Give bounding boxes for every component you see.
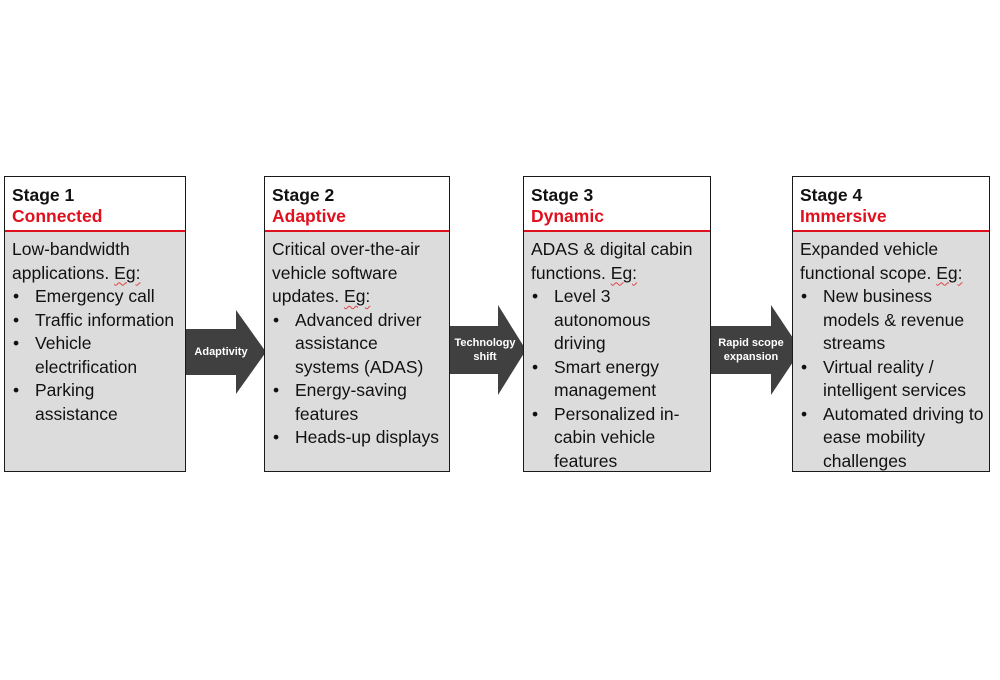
list-item: Energy-saving features [272, 379, 445, 426]
stage-4-body: Expanded vehicle functional scope. Eg: N… [793, 232, 989, 471]
stage-1-box: Stage 1 Connected Low-bandwidth applicat… [4, 176, 186, 472]
arrow-adaptivity [186, 310, 266, 394]
stage-1-body: Low-bandwidth applications. Eg: Emergenc… [5, 232, 185, 471]
list-item: Emergency call [12, 285, 181, 309]
list-item: Traffic information [12, 309, 181, 333]
stage-4-name: Immersive [800, 206, 887, 226]
stage-3-intro: ADAS & digital cabin functions. Eg: [531, 239, 693, 283]
stage-1-list: Emergency call Traffic information Vehic… [12, 285, 181, 426]
stage-4-eg: Eg: [936, 262, 963, 283]
list-item: Parking assistance [12, 379, 181, 426]
stage-3-name: Dynamic [531, 206, 604, 226]
stage-4-number: Stage 4 [800, 185, 863, 205]
stage-4-intro: Expanded vehicle functional scope. Eg: [800, 239, 963, 283]
list-item: Personalized in-cabin vehicle features [531, 403, 706, 472]
stage-3-eg: Eg: [610, 262, 638, 283]
list-item: Advanced driver assistance systems (ADAS… [272, 309, 445, 380]
stage-2-intro: Critical over-the-air vehicle software u… [272, 239, 420, 306]
stage-1-header: Stage 1 Connected [5, 177, 185, 232]
stage-1-name: Connected [12, 206, 103, 226]
arrow-shape [186, 310, 266, 394]
arrow-shape [711, 305, 801, 395]
stage-4-list: New business models & revenue streams Vi… [800, 285, 985, 472]
stage-2-name: Adaptive [272, 206, 346, 226]
list-item: New business models & revenue streams [800, 285, 985, 356]
stage-2-eg: Eg: [344, 286, 371, 306]
stage-4-box: Stage 4 Immersive Expanded vehicle funct… [792, 176, 990, 472]
stage-3-list: Level 3 autonomous driving Smart energy … [531, 285, 706, 472]
stage-1-eg: Eg: [114, 262, 141, 283]
stage-2-list: Advanced driver assistance systems (ADAS… [272, 309, 445, 450]
list-item: Automated driving to ease mobility chall… [800, 403, 985, 472]
stage-2-body: Critical over-the-air vehicle software u… [265, 232, 449, 471]
arrow-technology-shift-label: Technology shift [454, 337, 516, 363]
stage-3-number: Stage 3 [531, 185, 594, 205]
stage-2-header: Stage 2 Adaptive [265, 177, 449, 232]
stage-2-number: Stage 2 [272, 185, 335, 205]
arrow-adaptivity-label: Adaptivity [194, 346, 248, 358]
stage-3-header: Stage 3 Dynamic [524, 177, 710, 232]
arrow-shape [450, 305, 526, 395]
arrow-rapid-scope-expansion [711, 305, 801, 395]
stage-4-header: Stage 4 Immersive [793, 177, 989, 232]
arrow-technology-shift [450, 305, 526, 395]
list-item: Level 3 autonomous driving [531, 285, 706, 356]
list-item: Heads-up displays [272, 426, 445, 450]
stage-1-number: Stage 1 [12, 185, 75, 205]
arrow-rapid-scope-expansion-label: Rapid scope expansion [718, 337, 784, 363]
list-item: Smart energy management [531, 356, 706, 403]
stage-1-intro: Low-bandwidth applications. Eg: [12, 239, 141, 283]
list-item: Vehicle electrification [12, 332, 181, 379]
stage-3-body: ADAS & digital cabin functions. Eg: Leve… [524, 232, 710, 471]
stage-3-box: Stage 3 Dynamic ADAS & digital cabin fun… [523, 176, 711, 472]
stage-2-box: Stage 2 Adaptive Critical over-the-air v… [264, 176, 450, 472]
list-item: Virtual reality / intelligent services [800, 356, 985, 403]
